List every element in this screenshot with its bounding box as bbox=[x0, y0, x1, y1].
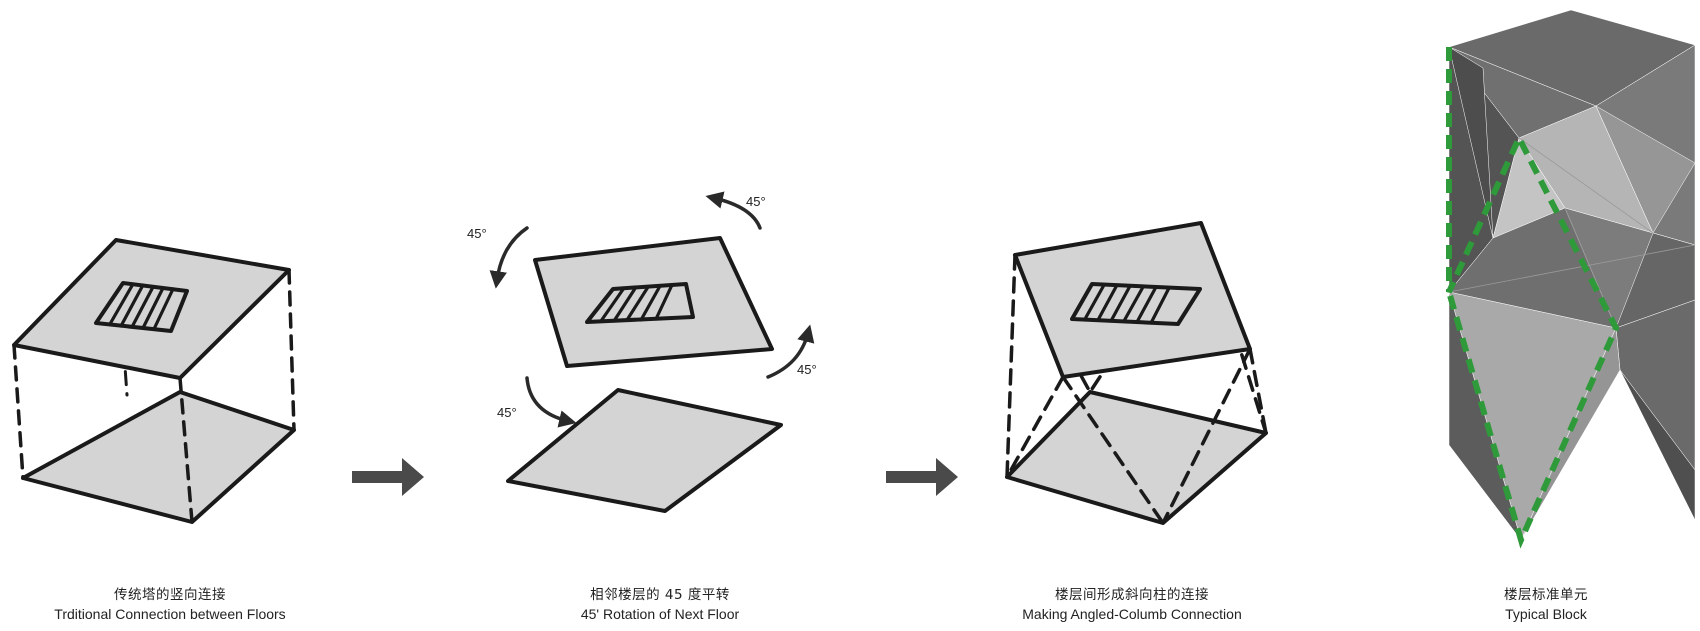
panel-2-rotation bbox=[489, 191, 815, 513]
panel-1-traditional-cube bbox=[12, 238, 296, 524]
caption-panel-2: 相邻楼层的 45 度平转 45' Rotation of Next Floor bbox=[490, 586, 830, 624]
angled-column bbox=[1248, 347, 1268, 435]
core-stairs bbox=[1070, 282, 1202, 326]
rotation-arrow-icon bbox=[525, 376, 577, 428]
angled-column bbox=[1005, 253, 1017, 479]
block-face-dark bbox=[1619, 369, 1696, 521]
rotation-arrow-icon bbox=[489, 226, 529, 289]
angle-label: 45° bbox=[467, 226, 487, 241]
column-dashed bbox=[287, 268, 296, 432]
angle-label: 45° bbox=[746, 194, 766, 209]
rotation-arrow-icon bbox=[766, 324, 815, 379]
flow-arrow bbox=[886, 458, 958, 496]
caption-zh: 楼层标准单元 bbox=[1504, 587, 1588, 603]
panel-3-angled-columns bbox=[1005, 221, 1268, 525]
angled-column bbox=[1161, 347, 1252, 525]
caption-en: Making Angled-Columb Connection bbox=[1022, 606, 1242, 622]
block-face-mid bbox=[1595, 105, 1696, 234]
lower-floor-plate bbox=[1005, 390, 1268, 525]
upper-floor-plate bbox=[533, 236, 774, 368]
caption-zh: 楼层间形成斜向柱的连接 bbox=[1055, 587, 1209, 603]
angled-column bbox=[1061, 375, 1165, 525]
flow-arrow bbox=[352, 458, 424, 496]
rotation-arrow-icon bbox=[705, 191, 762, 230]
angle-labels: 45° 45° 45° 45° bbox=[467, 194, 817, 420]
caption-panel-1: 传统塔的竖向连接 Trditional Connection between F… bbox=[0, 586, 340, 624]
angle-label: 45° bbox=[797, 362, 817, 377]
caption-panel-3: 楼层间形成斜向柱的连接 Making Angled-Columb Connect… bbox=[962, 586, 1302, 624]
caption-zh: 相邻楼层的 45 度平转 bbox=[590, 587, 730, 603]
angled-column-highlight bbox=[1446, 47, 1620, 549]
column-dashed bbox=[178, 376, 194, 524]
bottom-floor-plate bbox=[21, 390, 296, 524]
caption-en: Typical Block bbox=[1505, 606, 1587, 622]
block-face-dark bbox=[1448, 46, 1494, 239]
upper-floor-plate bbox=[1013, 221, 1252, 379]
angled-column bbox=[1005, 375, 1065, 479]
caption-en: Trditional Connection between Floors bbox=[54, 606, 286, 622]
core-stairs bbox=[585, 282, 695, 324]
caption-en: 45' Rotation of Next Floor bbox=[580, 606, 740, 622]
panel-4-typical-block bbox=[1446, 9, 1696, 549]
core-stairs bbox=[94, 281, 189, 333]
caption-panel-4: 楼层标准单元 Typical Block bbox=[1396, 586, 1696, 624]
caption-zh: 传统塔的竖向连接 bbox=[114, 587, 226, 603]
column-dashed bbox=[12, 343, 25, 480]
lower-floor-plate bbox=[506, 388, 783, 513]
angle-label: 45° bbox=[497, 405, 517, 420]
